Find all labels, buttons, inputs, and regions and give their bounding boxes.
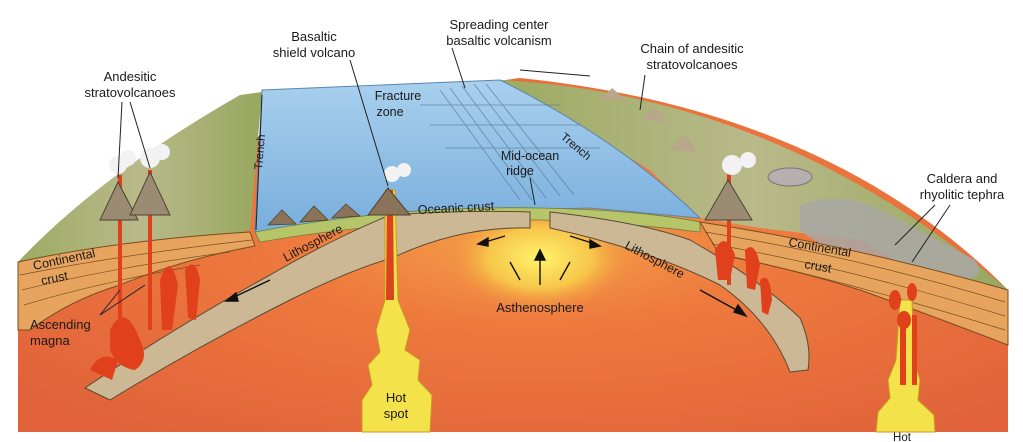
hot-spot-plume xyxy=(361,189,433,433)
motion-arrows xyxy=(224,235,748,318)
left-stratovolcanoes xyxy=(99,144,171,221)
label-trench-left: Trench xyxy=(253,134,268,170)
label-spreading-center-1: Spreading center xyxy=(449,17,549,32)
label-continental-left-2: crust xyxy=(40,268,70,287)
label-andesitic-1: Andesitic xyxy=(104,69,157,84)
label-chain-andesitic-1: Chain of andesitic xyxy=(640,41,744,56)
label-basaltic-2: shield volcano xyxy=(273,45,355,60)
label-asthenosphere: Asthenosphere xyxy=(496,300,583,315)
label-hot-bottom: Hot xyxy=(893,432,912,442)
right-magma-blobs xyxy=(889,283,917,385)
label-hot-spot-2: spot xyxy=(384,406,409,421)
label-chain-andesitic-2: stratovolcanoes xyxy=(646,57,738,72)
label-andesitic-2: stratovolcanoes xyxy=(84,85,176,100)
right-lithosphere-slab xyxy=(549,211,810,373)
label-continental-right-2: crust xyxy=(803,257,833,276)
rhyolitic-tephra-field xyxy=(800,198,980,282)
caldera xyxy=(767,167,813,187)
label-caldera-1: Caldera and xyxy=(927,171,998,186)
ridge-fracture-lines xyxy=(420,83,600,201)
label-basaltic-1: Basaltic xyxy=(291,29,337,44)
seamount-chain xyxy=(267,203,361,226)
left-lithosphere-slab xyxy=(84,214,393,401)
left-lithosphere-cap xyxy=(391,210,531,259)
shield-volcano xyxy=(367,163,412,216)
right-stratovolcanoes xyxy=(600,88,756,221)
label-caldera-2: rhyolitic tephra xyxy=(920,187,1005,202)
label-hot-spot-1: Hot xyxy=(386,390,407,405)
label-mid-ocean-1: Mid-ocean xyxy=(501,149,559,163)
leader-lines xyxy=(99,47,951,316)
label-ascending-1: Ascending xyxy=(30,317,91,332)
label-fracture-2: zone xyxy=(376,105,403,119)
label-fracture-1: Fracture xyxy=(375,89,422,103)
hot-spot-conduit xyxy=(386,190,394,300)
label-ascending-2: magna xyxy=(30,333,71,348)
ocean-floor xyxy=(254,79,702,233)
label-spreading-center-2: basaltic volcanism xyxy=(446,33,552,48)
left-continent-surface xyxy=(18,92,262,262)
right-ascending-magma xyxy=(715,165,772,315)
label-oceanic-crust: Oceanic crust xyxy=(417,199,495,217)
label-mid-ocean-2: ridge xyxy=(506,164,534,178)
left-ascending-magma xyxy=(90,170,200,380)
